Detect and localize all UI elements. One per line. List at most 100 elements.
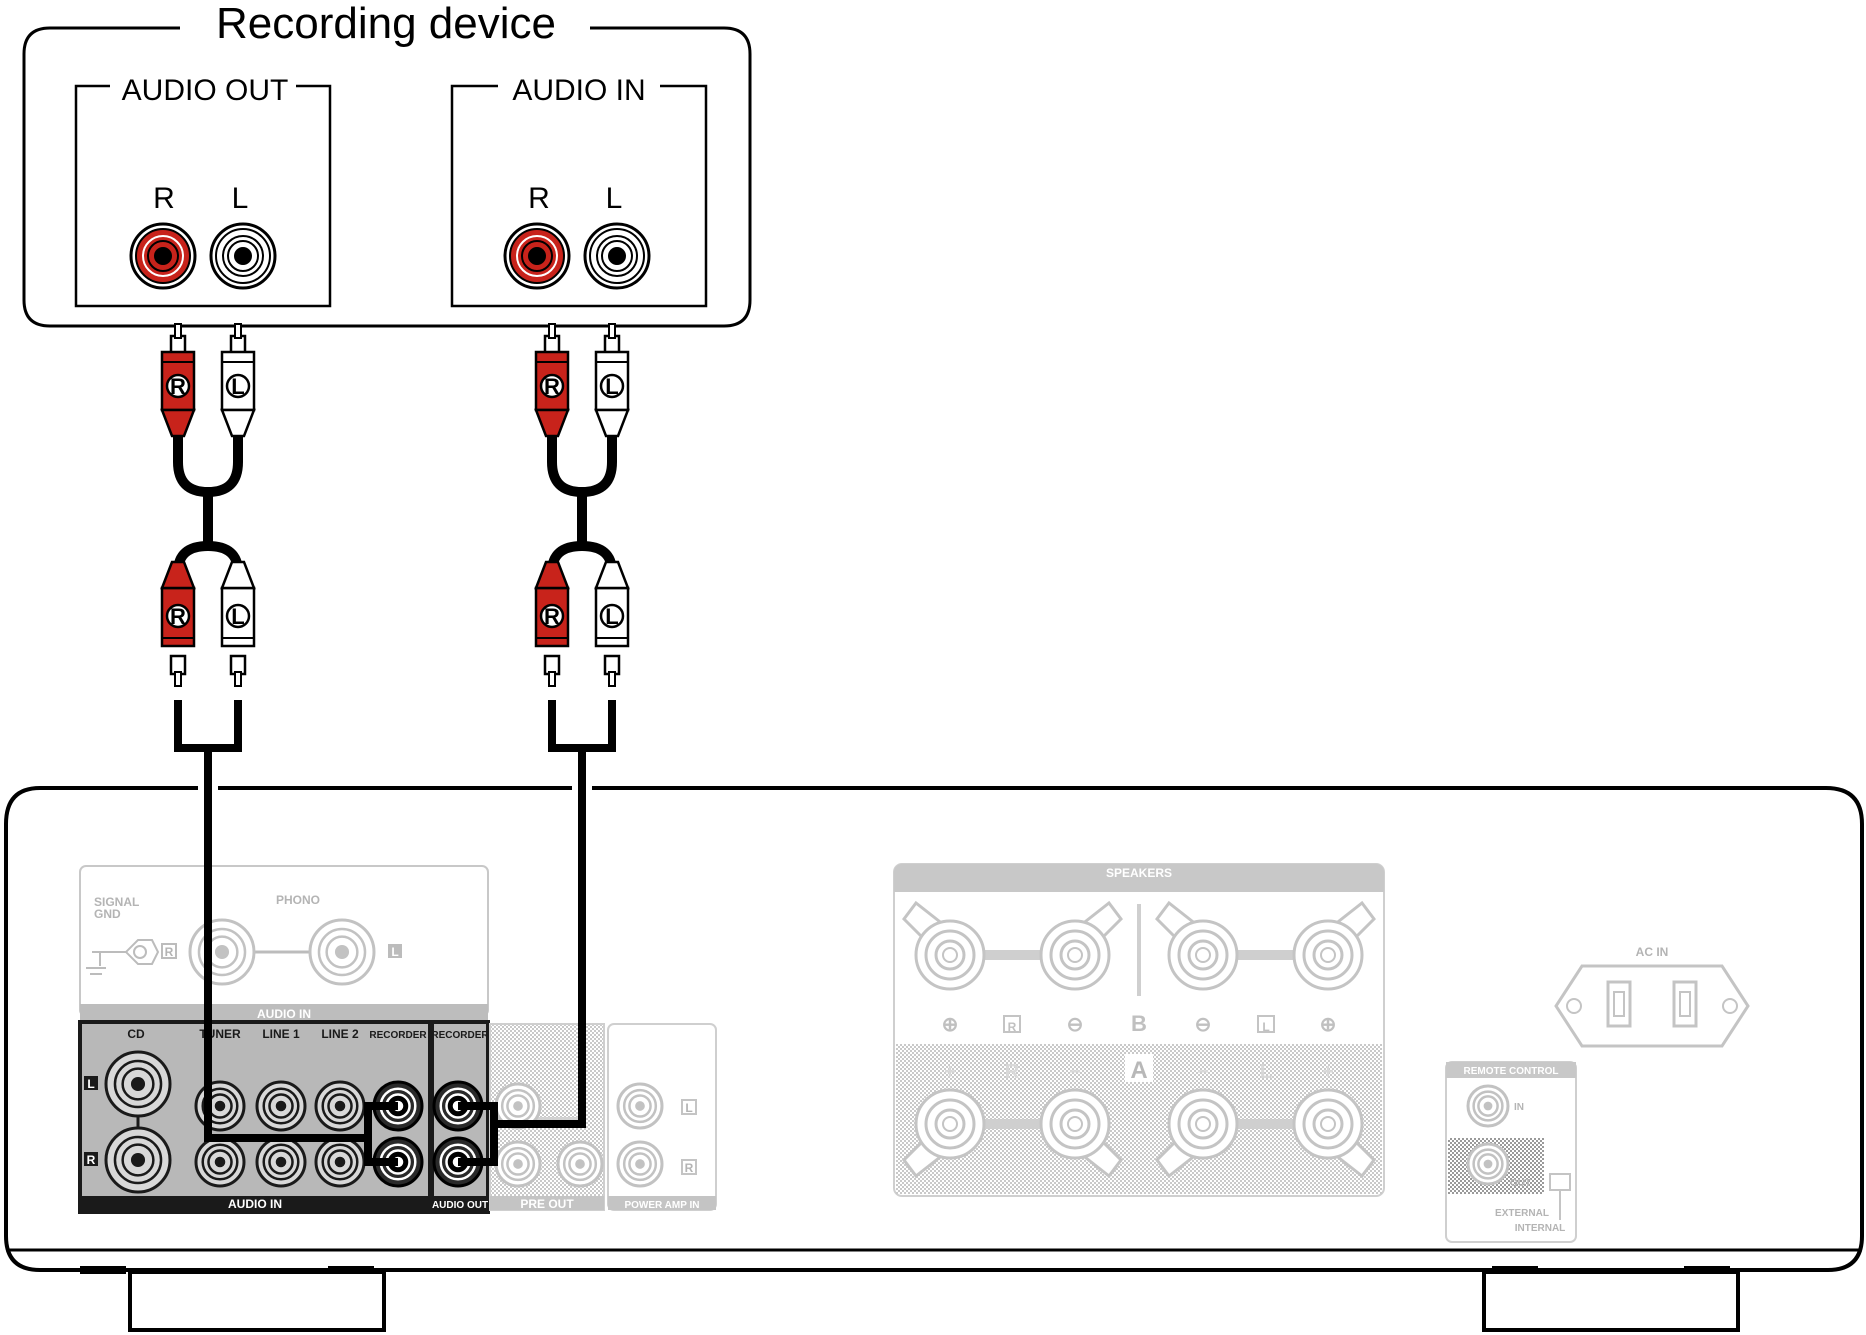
audio-in-panel: AUDIO IN CD TUNER LINE 1 LINE 2 RECORDER… [78,1020,432,1214]
speaker-a-r-minus[interactable] [1039,1088,1123,1179]
audio-out-label: AUDIO OUT [122,74,289,107]
cable-entry-gaps [198,776,592,800]
plug-label: R [170,604,186,629]
plug-label: L [605,604,618,629]
power-amp-r-mark: R [685,1161,694,1175]
speaker-b-r-minus[interactable] [1039,900,1123,991]
audio-out-l-jack[interactable] [209,222,277,290]
speaker-b-symbol: ⊖ [1195,1014,1212,1036]
foot-left [128,1270,386,1332]
recording-device-title: Recording device [216,0,556,48]
cable1-top-l-plug[interactable]: L [220,323,256,438]
audio-in-l-jack[interactable] [583,222,651,290]
ac-in-label: AC IN [1636,945,1669,959]
cable1-top-r-plug[interactable]: R [160,323,196,438]
speaker-a-symbol: R [1005,1061,1020,1083]
remote-internal-label: INTERNAL [1515,1223,1566,1234]
input-recorder-label: RECORDER [369,1030,427,1041]
phono-label: PHONO [276,893,320,907]
cable1-bottom-l-plug[interactable]: L [220,560,256,687]
speakers-section: SPEAKERS ⊕R⊖B⊖L⊕ +R−A−L+ [893,863,1385,1197]
audio-in-l-label: L [606,182,623,215]
speaker-b-l-minus[interactable] [1155,900,1239,991]
remote-in-jack[interactable] [1466,1084,1510,1128]
remote-in-label: IN [1514,1102,1524,1113]
audio-out-r-jack[interactable] [129,222,197,290]
cable-1: R L R L [160,323,398,1166]
speaker-a-symbol: A [1130,1057,1147,1084]
remote-out-jack[interactable] [1466,1142,1510,1186]
cable2-bottom-r-plug[interactable]: R [534,560,570,687]
speaker-b-r-plus[interactable] [902,900,986,991]
speaker-b-symbol: ⊖ [1067,1014,1084,1036]
input-line2-label: LINE 2 [321,1027,359,1041]
remote-control-header: REMOTE CONTROL [1464,1066,1559,1077]
remote-out-label: OUT [1510,1178,1531,1189]
audio-out-section: AUDIO OUT R L [74,74,332,308]
phono-r-jack[interactable] [188,918,256,986]
audio-out-footer: AUDIO OUT [432,1200,488,1211]
cable1-bottom-r-plug[interactable]: R [160,560,196,687]
tuner-r-jack[interactable] [194,1136,246,1188]
audio-out-panel: RECORDER AUDIO OUT [430,1020,490,1214]
phono-l-jack[interactable] [308,918,376,986]
audio-in-r-label: R [528,182,550,215]
plug-label: R [544,374,560,399]
pre-out-r-jack[interactable] [494,1140,542,1188]
speaker-a-symbol: + [944,1061,956,1083]
audio-out-header: RECORDER [431,1030,489,1041]
cable2-bottom-l-plug[interactable]: L [594,560,630,687]
line2-l-jack[interactable] [314,1080,366,1132]
audio-out-l-label: L [232,182,249,215]
cd-l-jack[interactable] [104,1050,172,1118]
ac-inlet[interactable] [1554,964,1750,1048]
foot-right [1482,1270,1740,1332]
signal-gnd-label-2: GND [94,907,121,921]
audio-in-label: AUDIO IN [512,74,645,107]
pre-out-footer: PRE OUT [520,1197,574,1211]
speaker-b-symbol: L [1262,1020,1269,1034]
audio-out-r-label: R [153,182,175,215]
phono-section: SIGNAL GND PHONO R L AUDIO IN [79,865,489,1022]
remote-switch[interactable] [1549,1173,1571,1191]
plug-label: L [605,374,618,399]
power-amp-l-mark: L [685,1101,692,1115]
plug-label: R [170,374,186,399]
ac-in-section: AC IN [1554,945,1750,1048]
gnd-terminal[interactable] [124,939,160,965]
cable-2: R L R L [458,323,630,1166]
tuner-l-jack[interactable] [194,1080,246,1132]
cd-r-jack[interactable] [104,1126,172,1194]
power-amp-in-r-jack[interactable] [616,1140,664,1188]
speaker-a-l-plus[interactable] [1292,1088,1376,1179]
speaker-a-symbol: + [1322,1061,1334,1083]
line1-r-jack[interactable] [255,1136,307,1188]
speakers-header: SPEAKERS [1106,866,1172,880]
audio-in-section: AUDIO IN R L [450,74,708,308]
recording-device: Recording device AUDIO OUT R L AUDIO IN … [22,0,752,328]
speaker-a-l-minus[interactable] [1155,1088,1239,1179]
speaker-a-symbol: L [1260,1061,1272,1083]
power-amp-in-l-jack[interactable] [616,1082,664,1130]
audio-in-footer: AUDIO IN [228,1197,282,1211]
line1-l-jack[interactable] [255,1080,307,1132]
speaker-b-symbol: ⊕ [942,1014,959,1036]
cable2-top-l-plug[interactable]: L [594,323,630,438]
plug-label: L [231,604,244,629]
phono-r-mark: R [165,945,174,959]
pre-out-2-r-jack[interactable] [556,1140,604,1188]
power-amp-in-panel: POWER AMP IN L R [607,1023,717,1211]
speaker-b-symbol: B [1131,1011,1147,1036]
cable2-top-r-plug[interactable]: R [534,323,570,438]
remote-control-section: REMOTE CONTROL IN OUT EXTERNAL INTERNAL [1445,1061,1577,1243]
speaker-a-symbol: − [1069,1061,1081,1083]
audio-in-r-jack[interactable] [503,222,571,290]
line2-r-jack[interactable] [314,1136,366,1188]
speaker-b-l-plus[interactable] [1292,900,1376,991]
speaker-a-symbols: +R−A−L+ [944,1054,1334,1084]
audio-in-l-mark: L [87,1077,94,1091]
input-line1-label: LINE 1 [262,1027,300,1041]
power-amp-in-footer: POWER AMP IN [624,1200,699,1211]
speaker-a-r-plus[interactable] [902,1088,986,1179]
